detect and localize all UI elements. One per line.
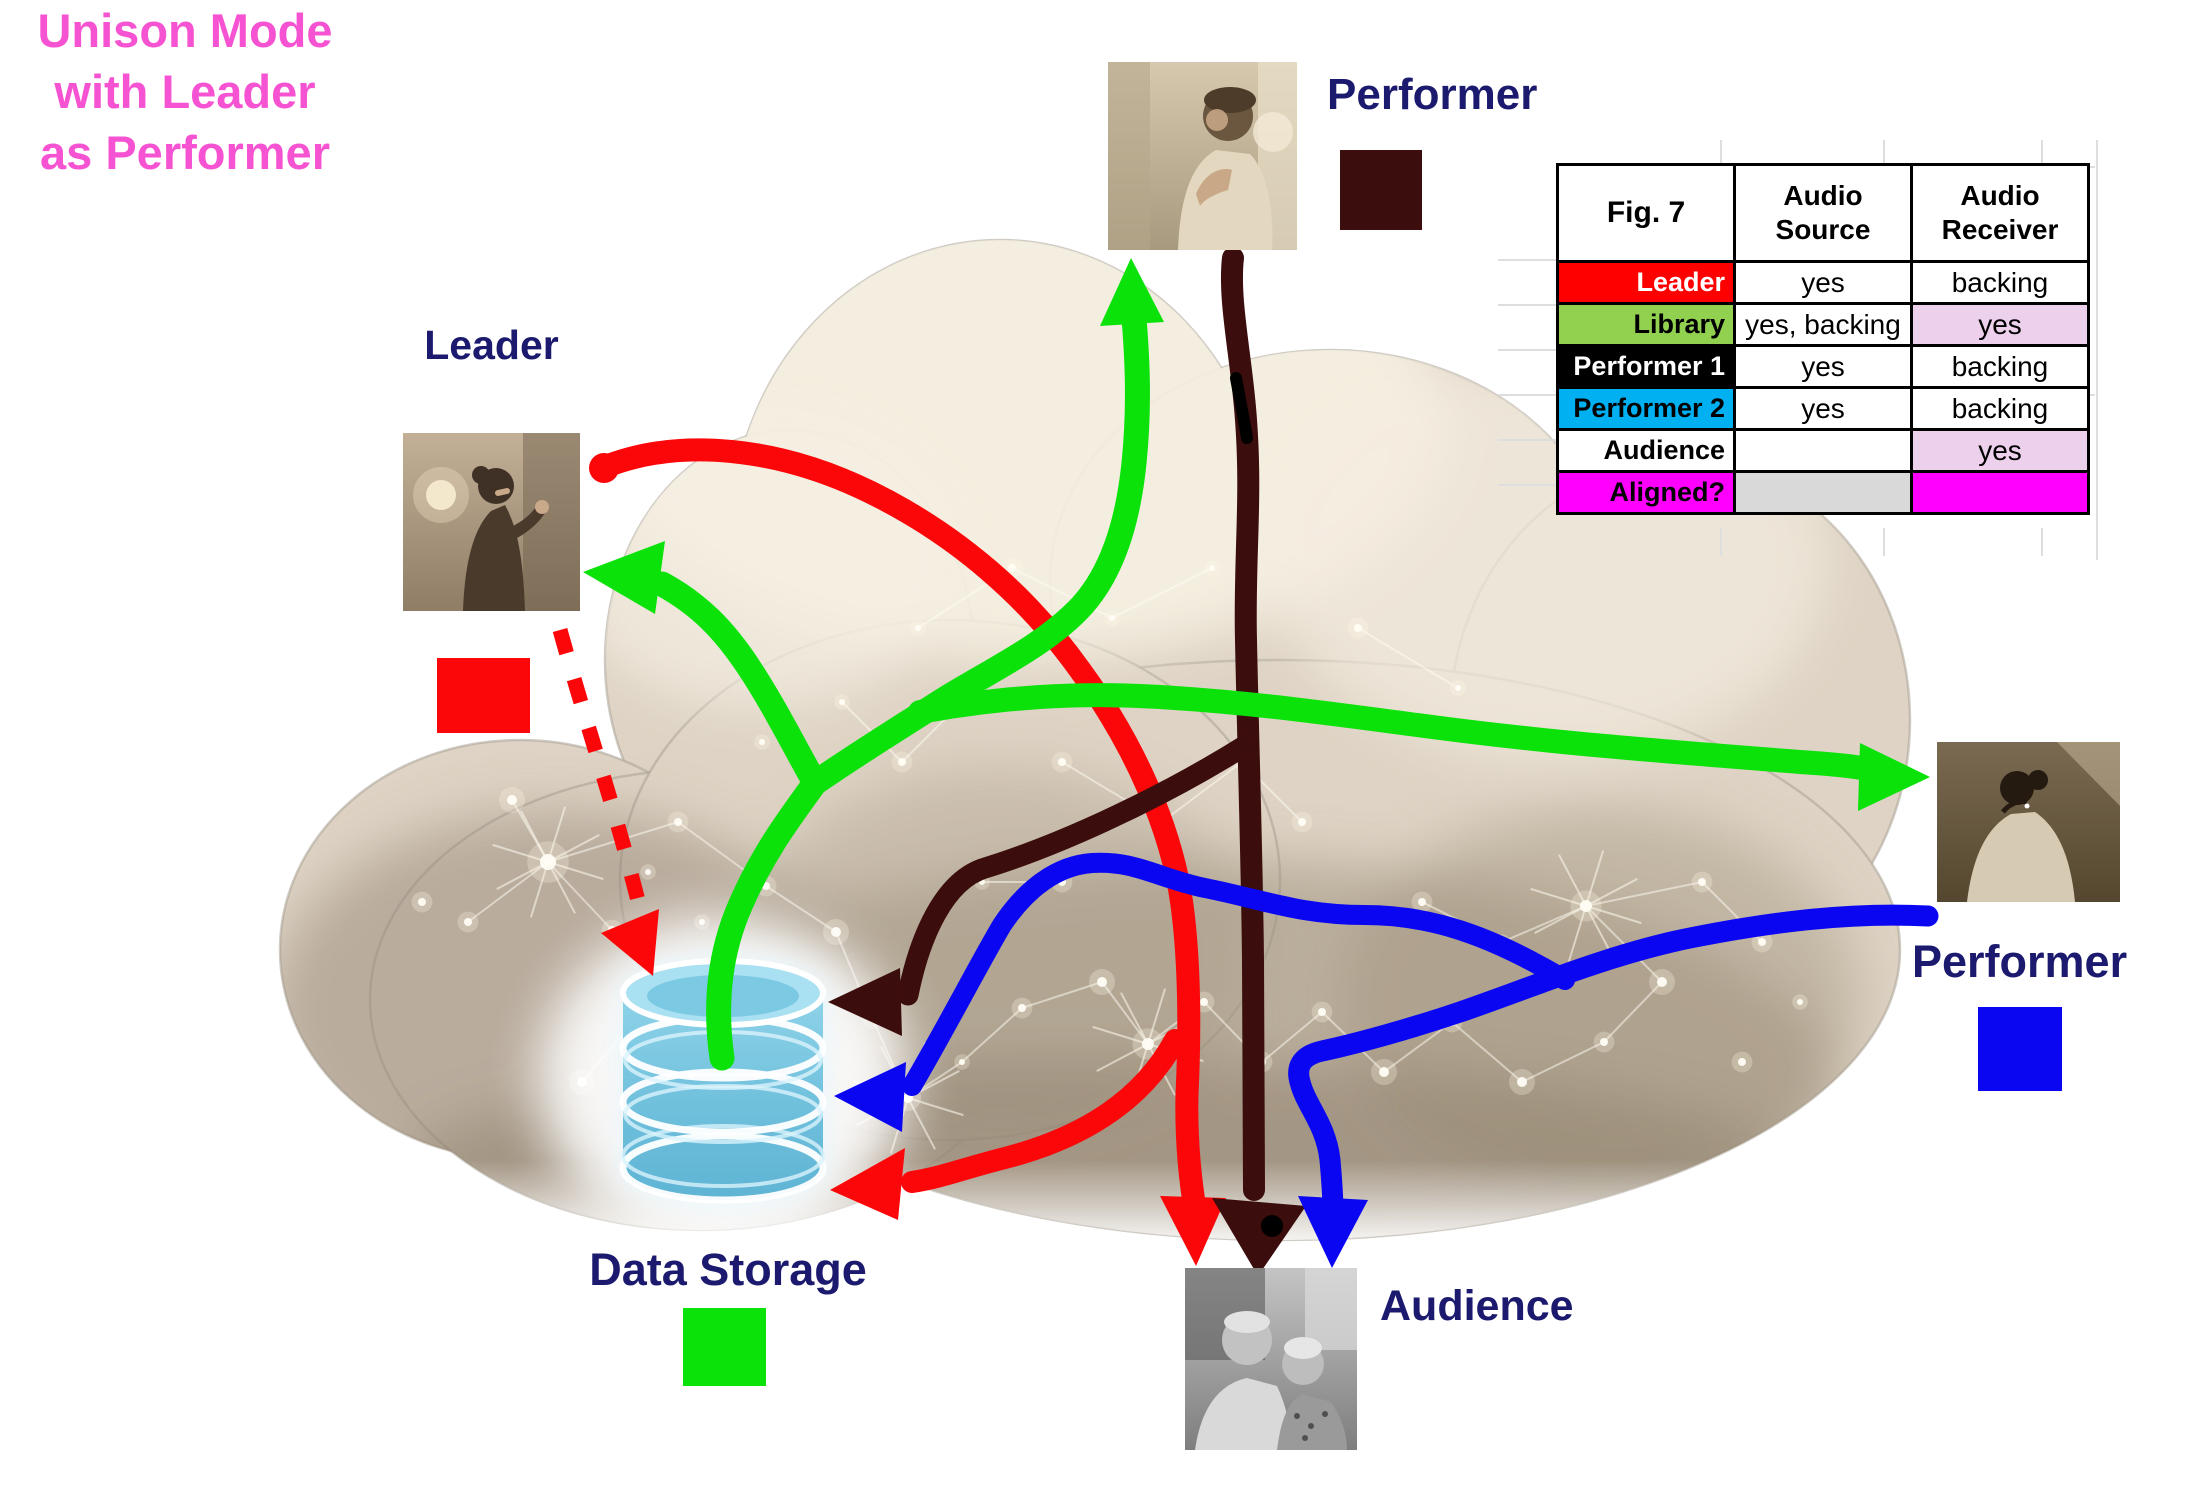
fig7-table: Fig. 7 Audio Source Audio Receiver Leade… [1556,163,2090,515]
storage-legend-square [683,1308,766,1386]
spreadsheet-gridline [1498,439,1556,441]
leader-legend-square [437,658,530,733]
spreadsheet-gridline [2096,140,2098,560]
title-line-1: Unison Mode [37,4,333,57]
spreadsheet-gridline [1720,140,1722,166]
data-storage-label: Data Storage [589,1244,867,1295]
spreadsheet-gridline [2041,140,2043,166]
storage-audio-arrows [583,258,1930,1071]
table-header-row: Fig. 7 Audio Source Audio Receiver [1556,163,2090,263]
aligned-source-cell [1733,470,1913,515]
aligned-receiver-cell [1910,470,2090,515]
row-label-performer2: Performer 2 [1556,386,1736,431]
spreadsheet-gridline [1498,304,1556,306]
row-label-audience: Audience [1556,428,1736,473]
spreadsheet-gridline [1498,484,1556,486]
library-source-cell: yes, backing [1733,302,1913,347]
leader-audio-arrow [589,438,1226,1266]
spreadsheet-gridline [1720,528,1722,556]
fig-label-cell: Fig. 7 [1556,163,1736,263]
audience-photo [1185,1268,1357,1450]
performer-top-label: Performer [1327,70,1538,119]
spreadsheet-gridline [1883,528,1885,556]
library-receiver-cell: yes [1910,302,2090,347]
performer1-source-cell: yes [1733,344,1913,389]
row-label-aligned: Aligned? [1556,470,1736,515]
performer2-receiver-cell: backing [1910,386,2090,431]
table-row: Leader yes backing [1556,260,2090,305]
table-row: Performer 2 yes backing [1556,386,2090,431]
performer-right-photo [1937,742,2120,902]
audience-label: Audience [1380,1282,1574,1330]
title-line-3: as Performer [40,126,330,180]
audience-receiver-cell: yes [1910,428,2090,473]
table-row: Audience yes [1556,428,2090,473]
leader-label: Leader [424,322,559,368]
row-label-leader: Leader [1556,260,1736,305]
performer-top-photo [1108,62,1297,250]
performer1-legend-square [1340,150,1422,230]
performer2-source-cell: yes [1733,386,1913,431]
table-row: Performer 1 yes backing [1556,344,2090,389]
spreadsheet-gridline [1498,349,1556,351]
row-label-performer1: Performer 1 [1556,344,1736,389]
table-row: Library yes, backing yes [1556,302,2090,347]
spreadsheet-gridline [1498,394,1556,396]
spreadsheet-gridline [1883,140,1885,166]
spreadsheet-gridline [1498,259,1556,261]
leader-source-cell: yes [1733,260,1913,305]
col-header-audio-source: Audio Source [1733,163,1913,263]
performer2-legend-square [1978,1007,2062,1091]
performer1-receiver-cell: backing [1910,344,2090,389]
performer1-audio-arrow [828,247,1306,1276]
page-title: Unison Mode with Leader as Performer [0,0,370,183]
row-label-library: Library [1556,302,1736,347]
col-header-audio-receiver: Audio Receiver [1910,163,2090,263]
audience-source-cell [1733,428,1913,473]
performer2-audio-arrow [834,852,1939,1268]
leader-backing-dashed-arrow [552,627,659,976]
database-cylinder-icon [538,915,908,1245]
performer-right-label: Performer [1912,936,2128,987]
table-row: Aligned? [1556,470,2090,515]
leader-photo [403,433,580,611]
spreadsheet-gridline [2041,528,2043,556]
leader-receiver-cell: backing [1910,260,2090,305]
title-line-2: with Leader [54,65,316,119]
